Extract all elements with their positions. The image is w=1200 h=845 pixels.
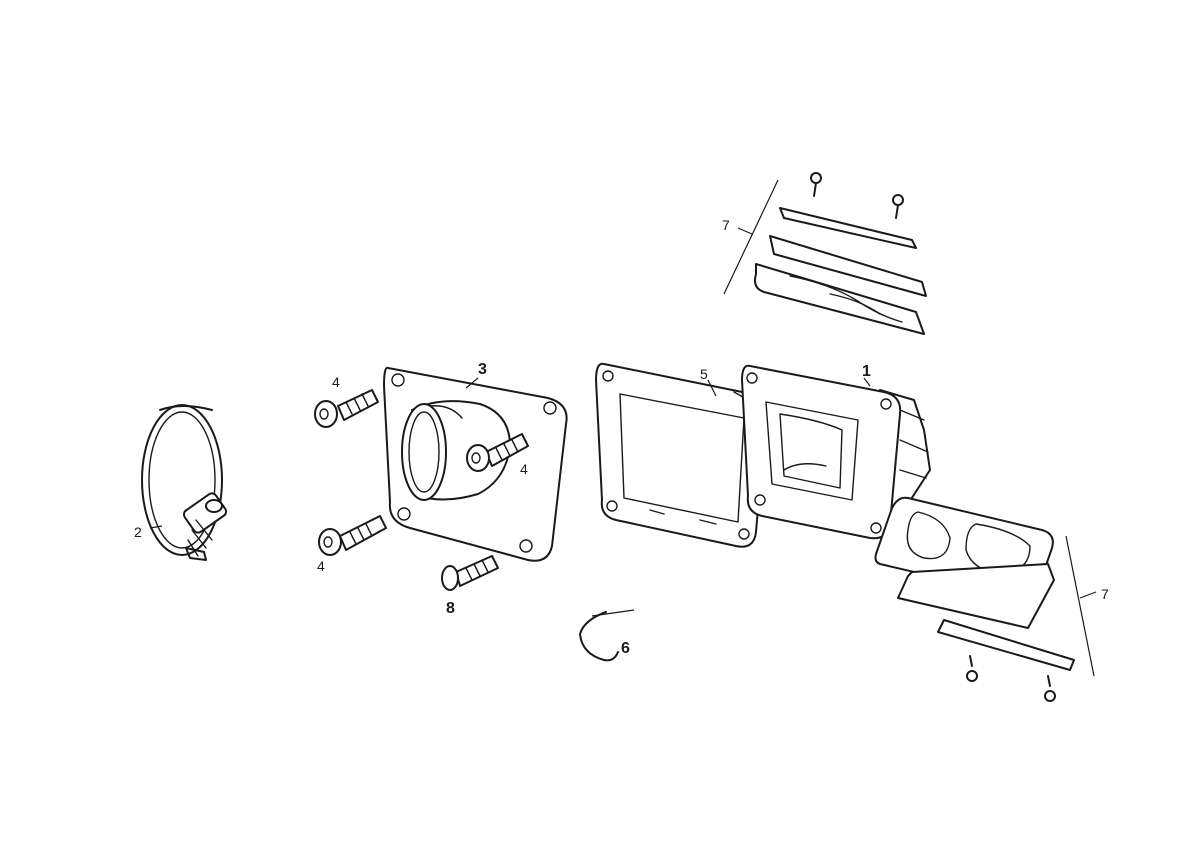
callout-leaders [149,377,871,529]
hose-clamp [141,404,228,561]
callout-intake-manifold: 3 [478,361,487,378]
callout-screw-upper-left: 4 [332,374,340,390]
callout-reed-block: 1 [862,363,871,380]
callout-screw-lower-left: 4 [317,558,325,574]
reed-set-top [723,172,927,335]
callout-reed-set-bottom: 7 [1101,586,1109,602]
screw-right [466,433,529,472]
screw-bottom [441,555,499,591]
callout-reed-set-top: 7 [722,217,730,233]
small-ring [579,609,635,662]
callout-labels: 1 2 3 4 4 4 5 6 7 7 8 [134,217,1109,657]
callout-hose-clamp: 2 [134,524,142,540]
reed-set-bottom [874,496,1097,702]
reed-screw-bottom-right [1044,675,1056,702]
screw-lower-left [318,515,387,556]
reed-screw-top-right [892,194,904,219]
reed-block [741,364,931,540]
screw-upper-left [314,389,379,428]
reed-screw-bottom-left [966,655,978,682]
callout-screw-right: 4 [520,461,528,477]
callout-screw-bottom: 8 [446,600,455,617]
callout-gasket: 5 [700,366,708,382]
gasket [595,362,768,548]
reed-screw-top-left [810,172,822,197]
callout-small-ring: 6 [621,640,630,657]
